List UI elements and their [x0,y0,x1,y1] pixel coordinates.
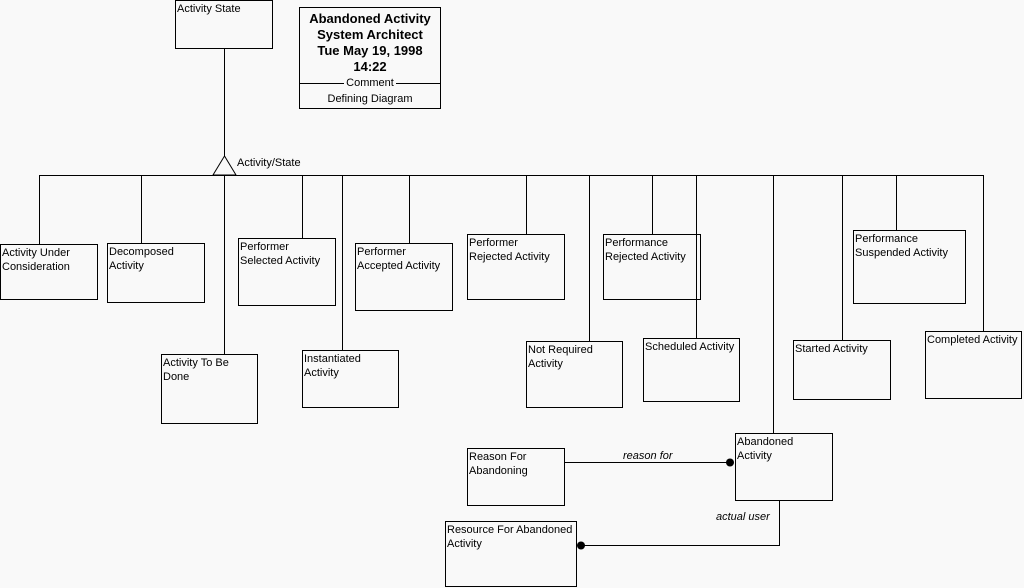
entity-started-activity[interactable]: Started Activity [793,340,891,400]
entity-instantiated-activity[interactable]: Instantiated Activity [302,350,399,408]
entity-decomposed-activity[interactable]: Decomposed Activity [107,243,205,303]
generalization-triangle [212,155,237,176]
entity-resource-for-abandoned-activity[interactable]: Resource For Abandoned Activity [445,521,577,587]
generalization-label: Activity/State [237,157,301,169]
entity-completed-activity[interactable]: Completed Activity [925,331,1022,399]
entity-performance-suspended-activity[interactable]: Performance Suspended Activity [853,230,966,304]
comment-box: Abandoned Activity System Architect Tue … [299,7,441,109]
relationship-label-actual-user: actual user [716,511,770,523]
entity-activity-state[interactable]: Activity State [175,0,273,49]
entity-performer-accepted-activity[interactable]: Performer Accepted Activity [355,243,453,311]
entity-activity-to-be-done[interactable]: Activity To Be Done [161,354,258,424]
comment-body: Defining Diagram [327,93,413,105]
comment-separator: Comment [300,77,440,89]
relationship-label-reason-for: reason for [623,450,673,462]
entity-not-required-activity[interactable]: Not Required Activity [526,341,623,408]
entity-performer-rejected-activity[interactable]: Performer Rejected Activity [467,234,565,300]
comment-title: Abandoned Activity System Architect Tue … [309,11,431,74]
entity-scheduled-activity[interactable]: Scheduled Activity [643,338,740,402]
entity-abandoned-activity[interactable]: Abandoned Activity [735,433,833,501]
relationship-dot [577,541,585,550]
entity-performer-selected-activity[interactable]: Performer Selected Activity [238,238,336,306]
entity-performance-rejected-activity[interactable]: Performance Rejected Activity [603,234,701,300]
relationship-dot [726,458,734,467]
entity-activity-under-consideration[interactable]: Activity Under Consideration [0,244,98,300]
entity-reason-for-abandoning[interactable]: Reason For Abandoning [467,448,565,506]
